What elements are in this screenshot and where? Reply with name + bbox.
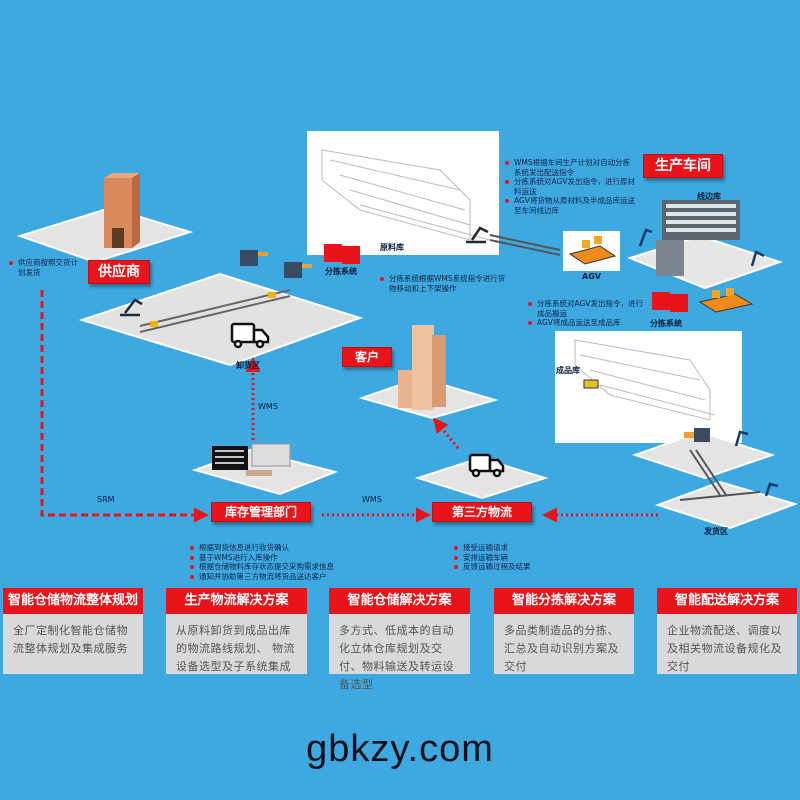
agv-icon <box>568 236 617 265</box>
truck-icon <box>468 453 505 478</box>
solution-card: 智能配送解决方案 企业物流配送、调度以及相关物流设备规化及交付 <box>657 588 797 674</box>
note-item: 分拣系统对AGV发出指令，进行成品搬运 <box>528 299 648 318</box>
conveyor-icon <box>139 289 291 333</box>
customer-building-icon <box>398 325 446 410</box>
note-item: 接受运输请求 <box>454 543 564 553</box>
inventory-notes: 根据到货信息进行收货确认 基于WMS进行入库操作 根据仓储物料库存状态提交采购需… <box>190 543 370 581</box>
srm-label: SRM <box>97 495 115 504</box>
supplier-building-icon <box>104 173 140 248</box>
line-side-warehouse-label: 线边库 <box>697 192 721 201</box>
solution-card-desc: 多品类制造品的分拣、汇总及自动识别方案及交付 <box>504 624 619 673</box>
shipping-area-label: 发货区 <box>704 527 728 536</box>
production-workshop-tag: 生产车间 <box>643 154 723 178</box>
conveyor-icon <box>679 449 761 501</box>
workshop-platform <box>627 234 784 290</box>
solution-card: 智能仓储物流整体规划 全厂定制化智能仓储物流整体规划及集成服务 <box>3 588 143 674</box>
note-item: 通知并协助第三方物流将货品送达客户 <box>190 572 370 582</box>
solution-card-title: 生产物流解决方案 <box>166 588 307 614</box>
warehouse-rack-icon <box>321 149 491 241</box>
shipping-platform-lower <box>654 480 799 530</box>
solution-card-desc: 全厂定制化智能仓储物流整体规划及集成服务 <box>13 624 128 655</box>
sorting-system-label: 分拣系统 <box>325 267 357 276</box>
supplier-notes: 供应商按照交货计划发货 <box>9 258 79 277</box>
third-party-logistics-tag: 第三方物流 <box>432 502 532 522</box>
solution-card: 智能分拣解决方案 多品类制造品的分拣、汇总及自动识别方案及交付 <box>494 588 634 674</box>
customer-tag: 客户 <box>342 347 392 367</box>
robot-arm-icon <box>466 226 489 244</box>
supplier-tag: 供应商 <box>88 260 150 284</box>
solution-card-title: 智能仓储物流整体规划 <box>3 588 143 614</box>
shipping-platform-upper <box>631 430 776 480</box>
robot-arm-icon <box>734 430 779 497</box>
note-item: 反馈运输过程及结果 <box>454 562 564 572</box>
warehouse-rack-icon <box>574 339 716 421</box>
logistics-notes: 接受运输请求 安排运输车辆 反馈运输过程及结果 <box>454 543 564 572</box>
solution-card-desc: 多方式、低成本的自动化立体仓库规划及交付、物料输送及转运设备选型 <box>339 624 454 691</box>
solution-card-title: 智能分拣解决方案 <box>494 588 634 614</box>
raw-material-warehouse-label: 原料库 <box>380 243 404 252</box>
finished-notes: 分拣系统对AGV发出指令，进行成品搬运 AGV将成品运送至成品库 <box>528 299 648 328</box>
truck-icon <box>230 322 270 349</box>
sorting-notes: 分拣系统根据WMS系统指令进行货物移动和上下架操作 <box>380 274 510 293</box>
production-notes: WMS根据车间生产计划对自动分拣系统发出配送指令 分拣系统对AGV发出指令，进行… <box>505 158 637 215</box>
note-item: 供应商按照交货计划发货 <box>9 258 79 277</box>
note-item: 基于WMS进行入库操作 <box>190 553 370 563</box>
note-item: 安排运输车辆 <box>454 553 564 563</box>
finished-goods-warehouse-label: 成品库 <box>556 366 580 375</box>
machine-icon <box>656 240 684 276</box>
finished-goods-warehouse-panel <box>555 331 742 443</box>
note-item: 分拣系统对AGV发出指令，进行原材料运送 <box>505 177 637 196</box>
wms-label: WMS <box>362 495 382 504</box>
note-item: WMS根据车间生产计划对自动分拣系统发出配送指令 <box>505 158 637 177</box>
agv-icon <box>698 288 754 313</box>
logistics-customer-connector <box>433 417 460 449</box>
forklift-icon <box>684 428 710 442</box>
inventory-dept-tag: 库存管理部门 <box>211 502 311 522</box>
agv-label: AGV <box>582 272 601 281</box>
solution-card: 生产物流解决方案 从原料卸货到成品出库的物流路线规划、 物流设备选型及子系统集成 <box>166 588 307 674</box>
box-icon <box>150 321 158 327</box>
srm-connector <box>40 290 209 523</box>
unloading-area-label: 卸货区 <box>236 361 260 370</box>
solution-card-title: 智能仓储解决方案 <box>329 588 470 614</box>
robot-arm-icon <box>120 298 143 317</box>
sorting-system-label: 分拣系统 <box>650 319 682 328</box>
note-item: 根据仓储物料库存状态提交采购需求信息 <box>190 562 370 572</box>
note-item: 分拣系统根据WMS系统指令进行货物移动和上下架操作 <box>380 274 510 293</box>
note-item: 根据到货信息进行收货确认 <box>190 543 370 553</box>
note-item: AGV将成品运送至成品库 <box>528 318 648 328</box>
scanner-icon <box>583 379 599 389</box>
box-icon <box>268 292 276 298</box>
forklift-icon <box>240 250 312 278</box>
logistics-platform <box>414 456 549 500</box>
unloading-platform <box>78 272 364 367</box>
solution-card-desc: 企业物流配送、调度以及相关物流设备规化及交付 <box>667 624 782 673</box>
solution-card: 智能仓储解决方案 多方式、低成本的自动化立体仓库规划及交付、物料输送及转运设备选… <box>329 588 470 691</box>
sorting-system-icon <box>324 244 688 312</box>
watermark-text: gbkzy.com <box>306 728 494 770</box>
wms-label: WMS <box>258 402 278 411</box>
solution-card-title: 智能配送解决方案 <box>657 588 797 614</box>
office-icon <box>212 443 291 476</box>
conveyor-icon <box>489 234 561 256</box>
solution-card-desc: 从原料卸货到成品出库的物流路线规划、 物流设备选型及子系统集成 <box>176 624 295 673</box>
robot-arm-icon <box>638 228 765 267</box>
note-item: AGV将货物从原材料及半成品库运送至车间线边库 <box>505 196 637 215</box>
